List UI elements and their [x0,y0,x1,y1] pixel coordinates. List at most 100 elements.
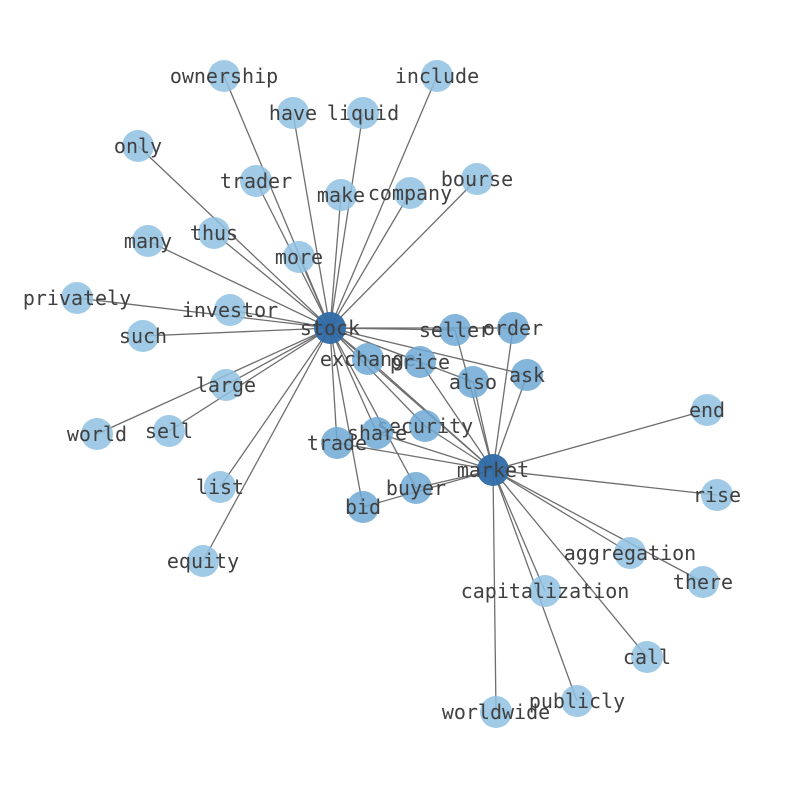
node-marker-liquid [347,97,379,129]
node-ask: ask [509,359,545,391]
node-rise: rise [693,479,741,511]
node-label-share: share [347,421,407,445]
edge-stock-bourse [329,178,478,329]
node-seller: seller [419,314,491,346]
node-have: have [269,97,317,129]
edge-stock-company [329,192,411,329]
edge-market-order [492,327,514,471]
edge-stock-thus [213,232,331,329]
node-label-such: such [119,324,167,348]
node-label-world: world [67,422,127,446]
edge-market-worldwide [492,469,497,713]
node-marker-trader [240,165,272,197]
edge-stock-large [225,327,331,386]
node-marker-more [283,241,315,273]
edge-market-aggregation [492,469,631,554]
node-label-capitalization: capitalization [461,579,630,603]
edge-stock-only [137,145,331,329]
node-label-ownership: ownership [170,64,278,88]
node-stock: stock [300,312,360,344]
node-large: large [196,369,256,401]
node-thus: thus [190,217,238,249]
node-marker-worldwide [480,696,512,728]
node-list: list [196,471,244,503]
node-label-exchange: exchange [320,347,416,371]
edge-stock-make [329,194,342,329]
node-make: make [317,179,365,211]
node-share: share [347,417,407,449]
node-marker-rise [701,479,733,511]
node-marker-exchange [352,343,384,375]
node-label-company: company [368,181,452,205]
edge-market-call [492,469,648,658]
node-label-end: end [689,398,725,422]
edge-market-end [492,409,708,471]
node-label-more: more [275,245,323,269]
node-label-publicly: publicly [529,689,625,713]
node-trader: trader [220,165,292,197]
node-marker-world [81,418,113,450]
edge-stock-sell [168,327,331,432]
node-marker-include [421,60,453,92]
node-label-have: have [269,101,317,125]
node-label-also: also [449,370,497,394]
node-label-aggregation: aggregation [564,541,696,565]
node-marker-share [361,417,393,449]
node-marker-price [404,346,436,378]
node-marker-equity [187,545,219,577]
edge-market-there [492,469,704,583]
node-marker-stock [314,312,346,344]
edge-stock-security [329,327,426,427]
edge-stock-privately [76,297,331,329]
node-label-investor: investor [182,298,278,322]
node-label-stock: stock [300,316,360,340]
node-label-seller: seller [419,318,491,342]
node-market: market [457,454,529,486]
edge-stock-investor [229,309,331,329]
node-marker-many [132,225,164,257]
node-label-ask: ask [509,363,545,387]
node-end: end [689,394,725,426]
node-label-large: large [196,373,256,397]
node-marker-capitalization [529,575,561,607]
node-there: there [673,566,733,598]
node-marker-investor [214,294,246,326]
node-marker-security [409,410,441,442]
node-label-price: price [390,350,450,374]
node-ownership: ownership [170,60,278,92]
edge-stock-have [292,112,331,329]
node-marker-seller [439,314,471,346]
node-marker-there [687,566,719,598]
node-marker-such [127,320,159,352]
node-liquid: liquid [327,97,399,129]
node-marker-buyer [400,472,432,504]
node-label-buyer: buyer [386,476,446,500]
edge-stock-many [147,240,331,329]
node-marker-list [204,471,236,503]
node-marker-trade [321,427,353,459]
edge-stock-liquid [329,112,364,329]
node-publicly: publicly [529,685,625,717]
edge-market-ask [492,374,528,471]
node-label-call: call [623,645,671,669]
node-marker-sell [153,415,185,447]
node-marker-publicly [561,685,593,717]
node-privately: privately [23,282,131,314]
edge-stock-trade [329,327,338,444]
node-more: more [275,241,323,273]
node-sell: sell [145,415,193,447]
node-order: order [483,312,543,344]
node-marker-large [210,369,242,401]
edge-market-seller [454,329,494,471]
node-equity: equity [167,545,239,577]
node-label-there: there [673,570,733,594]
node-marker-ownership [208,60,240,92]
node-label-order: order [483,316,543,340]
node-bourse: bourse [441,163,513,195]
node-include: include [395,60,479,92]
node-label-trade: trade [307,431,367,455]
node-aggregation: aggregation [564,537,696,569]
node-label-make: make [317,183,365,207]
